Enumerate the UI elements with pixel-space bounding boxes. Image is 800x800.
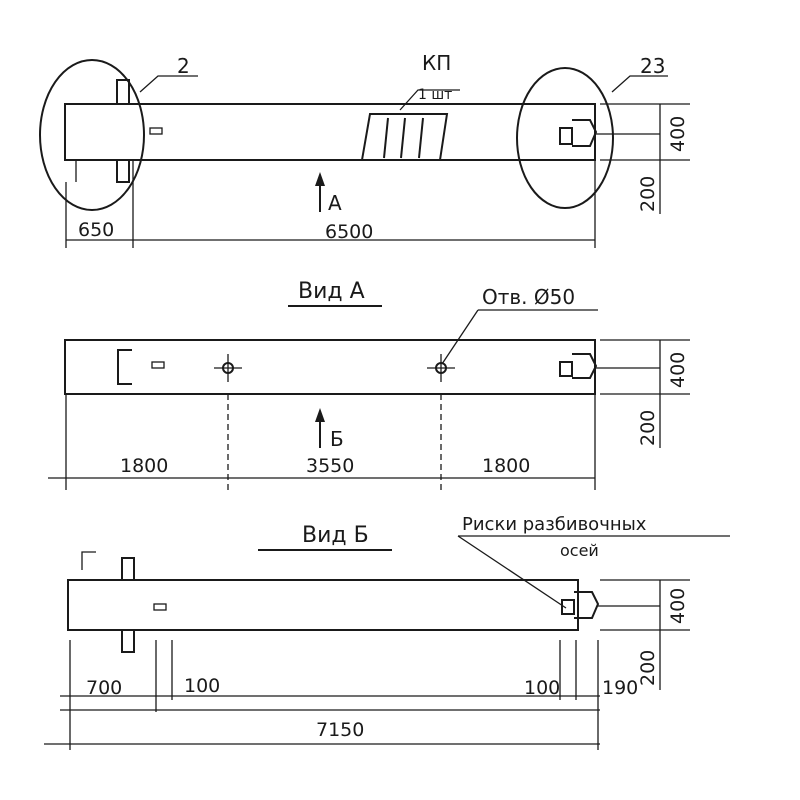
lifting-loop-b-top	[121, 557, 135, 581]
dim-a-right: 1800	[482, 455, 530, 477]
beam-view-a	[64, 339, 596, 395]
callout-left-label: 2	[177, 54, 190, 78]
kp-qty: 1 шт	[418, 87, 452, 103]
view-a-title: Вид А	[298, 279, 365, 304]
kp-label: КП	[422, 51, 451, 75]
lifting-loop-b-bottom	[121, 629, 135, 653]
dim-main-total: 6500	[325, 221, 373, 243]
lifting-loop-left-bottom	[116, 159, 130, 183]
dim-b-offset: 200	[637, 650, 659, 686]
dim-a-middle: 3550	[306, 455, 354, 477]
lifting-loop-left-top	[116, 79, 130, 105]
embedded-part-right-a	[559, 353, 660, 379]
view-b: Вид Б Риски разбивочных осей 700 100 100…	[44, 514, 730, 750]
dim-b-right-inner: 100	[524, 677, 560, 699]
kp-plate	[360, 113, 449, 161]
embedded-part-right	[559, 119, 660, 147]
dim-a-height: 400	[667, 352, 689, 388]
hole-note: Отв. Ø50	[482, 285, 575, 309]
dim-b-left-inner: 100	[184, 675, 220, 697]
marks-note-line1: Риски разбивочных	[462, 514, 647, 535]
main-view: 2 23 КП 1 шт А 650 6500 400 200	[39, 51, 690, 248]
dim-a-offset: 200	[637, 410, 659, 446]
anchor-mark-left	[149, 127, 163, 135]
dim-b-total: 7150	[316, 719, 364, 741]
dim-main-left: 650	[78, 219, 114, 241]
dim-b-height: 400	[667, 588, 689, 624]
arrow-b-label: Б	[330, 427, 344, 451]
dim-b-left: 700	[86, 677, 122, 699]
callout-right-label: 23	[640, 54, 665, 78]
embedded-part-right-b	[561, 591, 660, 619]
hole-left-icon	[214, 354, 242, 382]
right-callout-oval	[516, 67, 614, 209]
left-callout-oval	[39, 59, 145, 211]
arrow-a-label: А	[328, 191, 342, 215]
dim-main-height: 400	[667, 116, 689, 152]
view-a: Вид А Отв. Ø50 Б 180	[48, 279, 690, 490]
arrow-b-icon	[315, 408, 325, 422]
beam-view-b	[67, 579, 579, 631]
view-b-title: Вид Б	[302, 523, 369, 548]
dim-main-offset: 200	[637, 176, 659, 212]
arrow-a-icon	[315, 172, 325, 186]
dim-b-right: 190	[602, 677, 638, 699]
hole-right-icon	[427, 354, 455, 382]
dim-a-left: 1800	[120, 455, 168, 477]
marks-note-line2: осей	[560, 541, 599, 560]
